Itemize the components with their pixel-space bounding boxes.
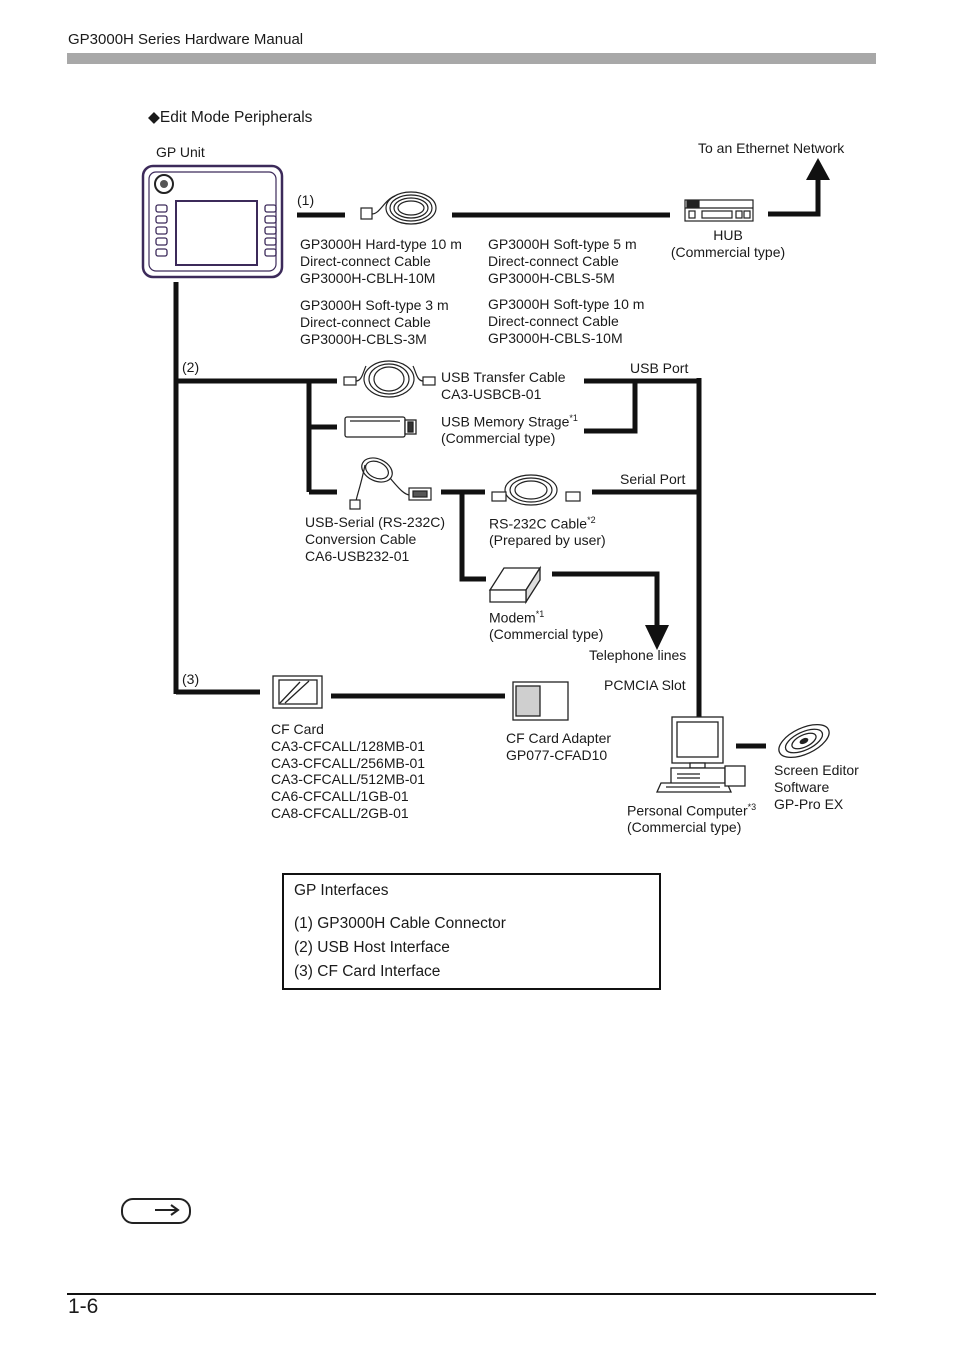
running-header: GP3000H Series Hardware Manual	[68, 31, 304, 48]
pcmcia-label: PCMCIA Slot	[604, 677, 686, 693]
marker-1: (1)	[297, 192, 315, 208]
page-number: 1-6	[68, 1295, 99, 1318]
personal-computer-icon	[655, 716, 746, 793]
arrow-down-icon	[645, 625, 669, 650]
cf-adapter-icon	[512, 681, 569, 721]
software-disc-icon	[778, 723, 830, 759]
rs232c-cable-icon	[491, 474, 581, 506]
footer-rule	[67, 1293, 876, 1295]
marker-2: (2)	[182, 359, 200, 375]
gp-unit-icon	[141, 164, 284, 279]
gp-interfaces-box: GP Interfaces (1) GP3000H Cable Connecto…	[282, 873, 661, 990]
cable-coil-icon	[360, 191, 437, 225]
interface-item-2: (2) USB Host Interface	[294, 939, 450, 956]
usb-memory-label: USB Memory Strage*1 (Commercial type)	[441, 413, 578, 447]
reference-arrow-icon	[121, 1198, 191, 1224]
usb-serial-cable-icon	[349, 457, 432, 510]
modem-icon	[488, 565, 542, 605]
header-bar	[67, 53, 876, 64]
telephone-label: Telephone lines	[589, 647, 687, 663]
rs232c-label: RS-232C Cable*2 (Prepared by user)	[489, 515, 606, 549]
interface-item-3: (3) CF Card Interface	[294, 963, 441, 980]
section-title: ◆Edit Mode Peripherals	[148, 109, 313, 126]
cf-card-icon	[272, 675, 323, 709]
pc-label: Personal Computer*3 (Commercial type)	[627, 802, 757, 836]
hub-label: HUB(Commercial type)	[670, 227, 786, 260]
usb-memory-icon	[344, 416, 417, 438]
ethernet-label: To an Ethernet Network	[698, 140, 845, 156]
marker-3: (3)	[182, 671, 200, 687]
modem-label: Modem*1 (Commercial type)	[489, 609, 604, 643]
gp-interfaces-title: GP Interfaces	[294, 882, 389, 899]
usb-port-label: USB Port	[630, 360, 689, 376]
connection-lines	[173, 178, 821, 749]
interface-item-1: (1) GP3000H Cable Connector	[294, 915, 506, 932]
hub-icon	[684, 199, 754, 222]
usb-cable-icon	[343, 360, 436, 398]
arrow-up-icon	[806, 158, 830, 180]
gp-unit-label: GP Unit	[156, 144, 205, 160]
serial-port-label: Serial Port	[620, 471, 686, 487]
